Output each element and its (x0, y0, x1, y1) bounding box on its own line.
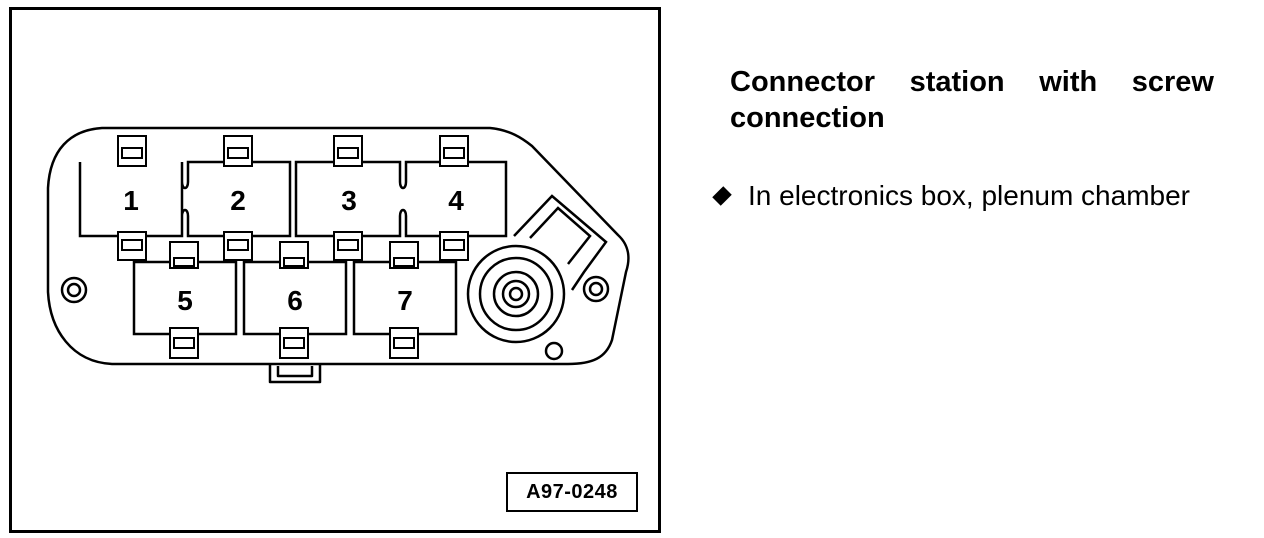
connector-label-5: 5 (177, 285, 193, 316)
small-hole (544, 341, 564, 361)
latch-clip (169, 327, 199, 359)
caption-list-item: In electronics box, plenum chamber (712, 176, 1262, 216)
latch-clip (389, 327, 419, 359)
connector-group-1-2 (78, 160, 292, 238)
connector-label-3: 3 (341, 185, 357, 216)
diamond-bullet-icon (712, 186, 732, 206)
latch-clip (223, 231, 253, 261)
latch-clip (439, 135, 469, 167)
screw-connection (466, 194, 608, 344)
latch-clip (279, 327, 309, 359)
connector-group-3-4 (294, 160, 508, 238)
connector-label-2: 2 (230, 185, 246, 216)
figure-id-label: A97-0248 (506, 472, 638, 512)
latch-clip (279, 241, 309, 269)
caption: Connector station with screw connection (730, 64, 1214, 136)
connector-label-1: 1 (123, 185, 139, 216)
latch-clip (223, 135, 253, 167)
screw-bracket (513, 194, 608, 291)
latch-clip (439, 231, 469, 261)
latch-clip (117, 231, 147, 261)
connector-label-6: 6 (287, 285, 303, 316)
caption-item-text: In electronics box, plenum chamber (748, 180, 1190, 211)
figure-frame: 1 2 3 4 5 6 7 A97-0248 (9, 7, 661, 533)
mounting-hole-left (60, 276, 88, 304)
bottom-tab (268, 364, 322, 384)
latch-clip (333, 135, 363, 167)
mounting-hole-right (582, 275, 610, 303)
connector-label-4: 4 (448, 185, 464, 216)
caption-title: Connector station with screw connection (730, 66, 1214, 134)
latch-clip (169, 241, 199, 269)
latch-clip (117, 135, 147, 167)
latch-clip (389, 241, 419, 269)
connector-label-7: 7 (397, 285, 413, 316)
latch-clip (333, 231, 363, 261)
connector-station-diagram: 1 2 3 4 5 6 7 (46, 126, 630, 384)
caption-list: In electronics box, plenum chamber (712, 176, 1262, 216)
station-housing-outline (46, 126, 630, 366)
